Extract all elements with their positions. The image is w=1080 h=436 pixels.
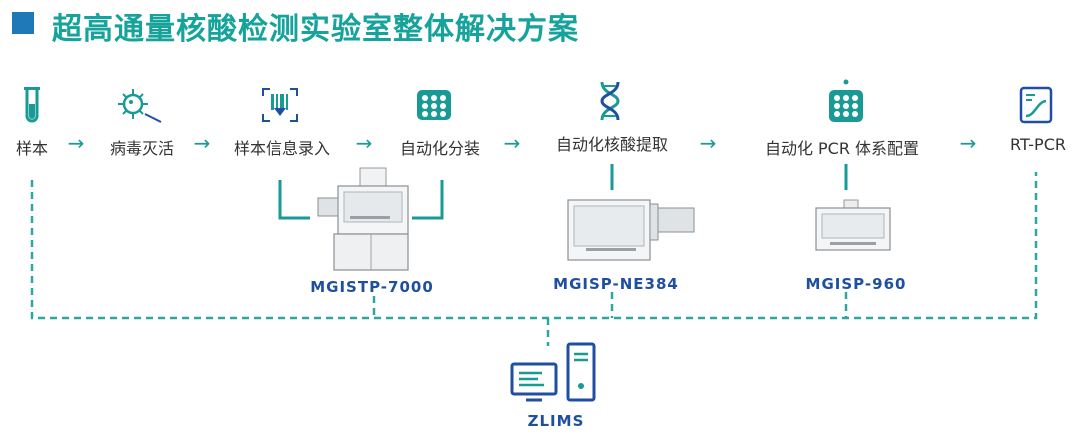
sample-scan-icon [260,86,300,128]
well-plate-icon [415,86,453,128]
flow-arrow: → [355,131,373,155]
bracket-right [412,180,444,220]
lims-network-dashed-lines [30,172,1038,346]
step-label-sample: 样本 [15,139,49,158]
machine-mgisp-960-image [815,199,891,251]
step-label-rt-pcr: RT-PCR [1010,135,1066,154]
virus-inactivation-icon [115,86,165,128]
step-label-pcr-setup: 自动化 PCR 体系配置 [764,139,920,158]
step-label-sample-info-entry: 样本信息录入 [233,139,331,158]
machine-label-mgisp-960: MGISP-960 [805,275,907,293]
machine-mgistp-7000-image [317,167,409,271]
flow-arrow: → [193,131,211,155]
title-square-icon [12,12,34,34]
machine-label-mgisp-ne384: MGISP-NE384 [553,275,679,293]
flow-arrow: → [699,131,717,155]
dna-icon [597,80,623,126]
step-label-auto-aliquot: 自动化分装 [399,139,481,158]
step-label-virus-inactivation: 病毒灭活 [109,139,175,158]
pcr-plate-icon [827,78,865,128]
page-title: 超高通量核酸检测实验室整体解决方案 [52,12,579,47]
step-label-auto-extraction: 自动化核酸提取 [555,135,669,154]
machine-mgisp-ne384-image [567,199,695,261]
lims-label: ZLIMS [527,412,585,430]
rt-pcr-curve-icon [1019,86,1053,128]
flow-arrow: → [959,131,977,155]
test-tube-icon [21,86,43,128]
computer-workstation-icon [510,342,598,408]
machine-label-mgistp-7000: MGISTP-7000 [310,278,434,296]
flow-arrow: → [503,131,521,155]
bracket-left [278,180,310,220]
flow-arrow: → [67,131,85,155]
